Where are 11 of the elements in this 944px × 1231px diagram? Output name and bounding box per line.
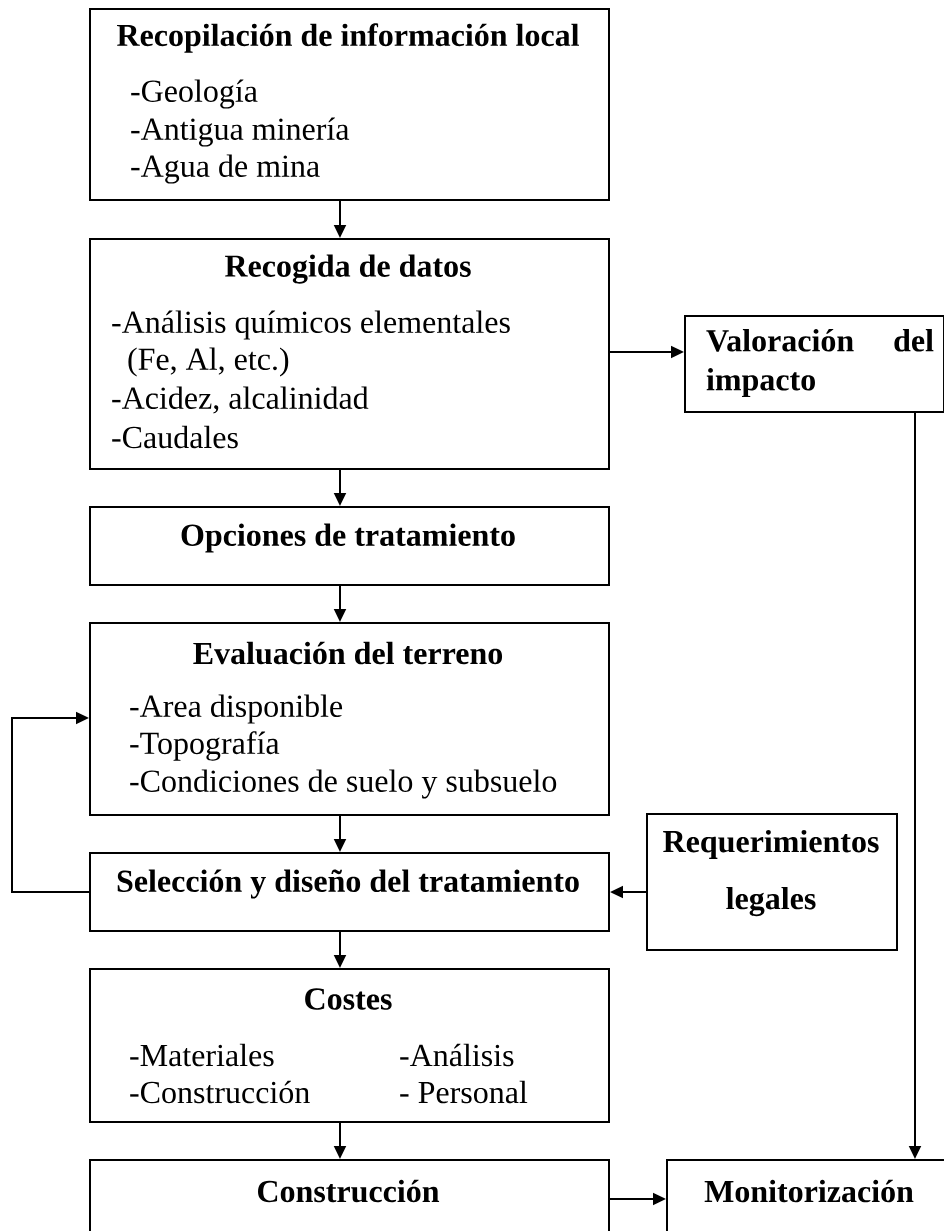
process-box: Costes -Materiales -Análisis -Construcción - Personal <box>89 968 610 1123</box>
arrow <box>11 711 90 893</box>
process-box: Monitorización <box>666 1159 944 1231</box>
process-box: Valoración del impacto <box>684 315 944 413</box>
process-box: Requerimientos legales <box>646 813 898 951</box>
process-box: Construcción <box>89 1159 610 1231</box>
process-box: Evaluación del terreno -Area disponible -Topografía -Condiciones de suelo y subsuelo <box>89 622 610 816</box>
process-box: Recopilación de información local -Geología -Antigua minería -Agua de mina <box>89 8 610 201</box>
process-box: Opciones de tratamiento <box>89 506 610 586</box>
process-box: Recogida de datos -Análisis químicos elementales (Fe, Al, etc.) -Acidez, alcalinidad -Caudales <box>89 238 610 470</box>
process-box: Selección y diseño del tratamiento <box>89 852 610 932</box>
